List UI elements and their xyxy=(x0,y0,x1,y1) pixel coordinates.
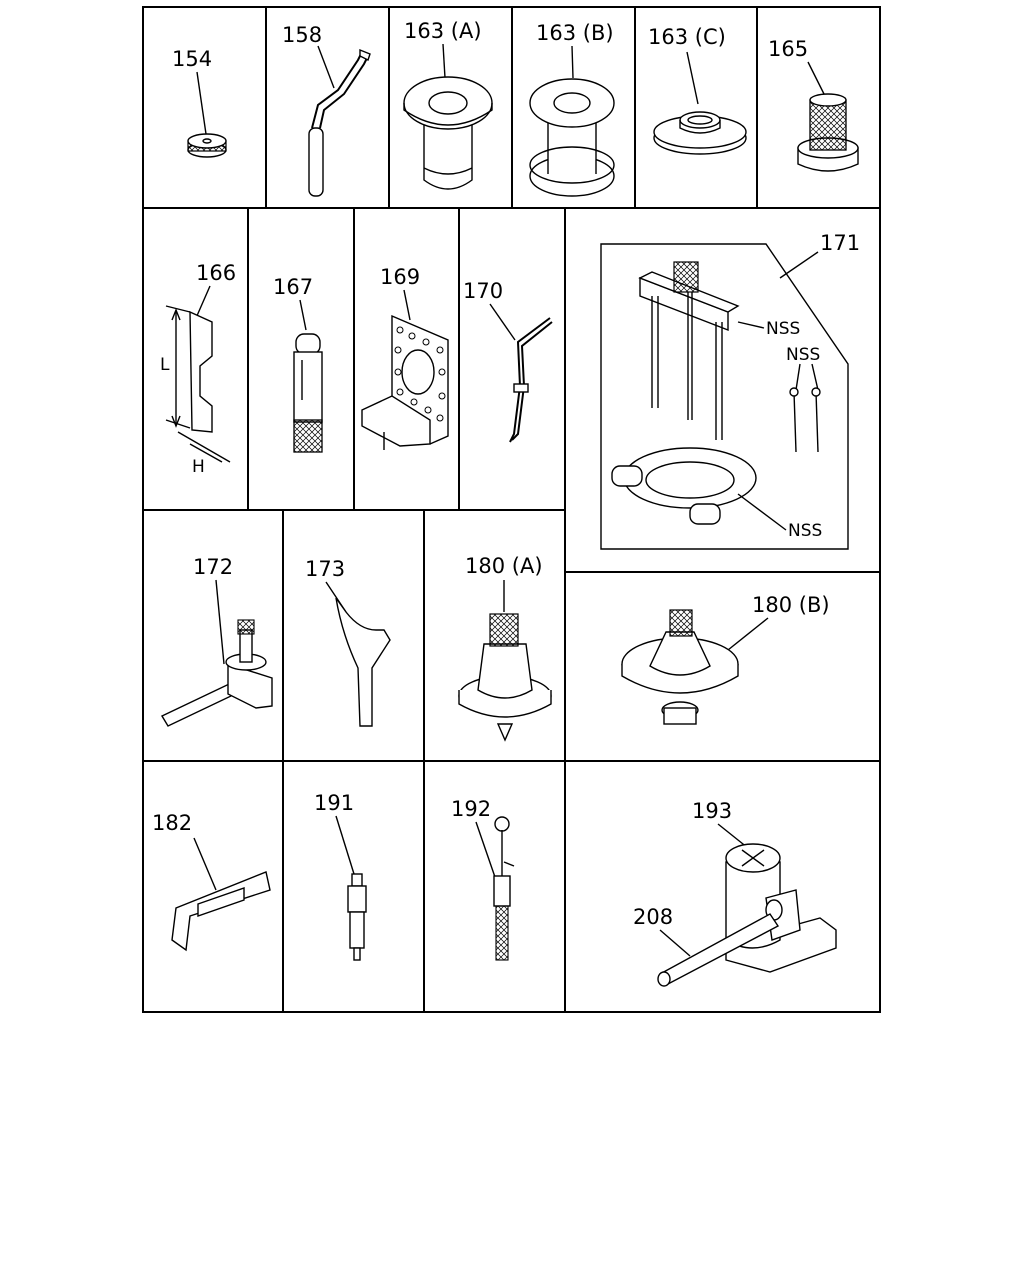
part-172-lever-clamp: 172 xyxy=(161,555,273,727)
grid-frame xyxy=(142,6,881,1013)
label-163a: 163 (A) xyxy=(404,19,482,43)
part-180a-cone-base: 180 (A) xyxy=(458,554,552,742)
part-182-bracket-strip: 182 xyxy=(152,811,271,952)
part-180b-flange-cone: 180 (B) xyxy=(621,593,830,725)
label-173: 173 xyxy=(305,557,345,581)
part-193-bottle-jack: 193 208 xyxy=(633,799,837,987)
part-165-knurled-knob: 165 xyxy=(768,37,859,172)
label-208: 208 xyxy=(633,905,673,929)
label-171: 171 xyxy=(820,231,860,255)
label-166: 166 xyxy=(196,261,236,285)
label-166-H: H xyxy=(192,457,205,477)
label-192: 192 xyxy=(451,797,491,821)
label-193: 193 xyxy=(692,799,732,823)
label-nss-1: NSS xyxy=(766,319,800,339)
label-154: 154 xyxy=(172,47,212,71)
part-158-bent-handle: 158 xyxy=(282,23,371,197)
label-167: 167 xyxy=(273,275,313,299)
part-163b-spool: 163 (B) xyxy=(529,21,615,197)
label-180b: 180 (B) xyxy=(752,593,830,617)
label-172: 172 xyxy=(193,555,233,579)
label-163c: 163 (C) xyxy=(648,25,726,49)
part-173-hook-spanner: 173 xyxy=(305,557,391,727)
label-165: 165 xyxy=(768,37,808,61)
label-158: 158 xyxy=(282,23,322,47)
part-171-bearing-puller-set: 171 NSS NSS NSS xyxy=(600,231,860,550)
label-nss-2: NSS xyxy=(786,345,820,365)
label-169: 169 xyxy=(380,265,420,289)
part-163a-flanged-sleeve: 163 (A) xyxy=(403,19,493,190)
part-167-knurled-pin: 167 xyxy=(273,275,323,453)
label-170: 170 xyxy=(463,279,503,303)
part-169-angle-bracket: 169 xyxy=(361,265,449,450)
part-192-injector-puller: 192 xyxy=(451,797,515,961)
label-163b: 163 (B) xyxy=(536,21,614,45)
label-nss-3: NSS xyxy=(788,521,822,541)
label-191: 191 xyxy=(314,791,354,815)
label-166-L: L xyxy=(160,355,170,375)
part-154-knob: 154 xyxy=(172,47,227,158)
part-170-hook-rod: 170 xyxy=(463,279,553,443)
part-163c-washer: 163 (C) xyxy=(648,25,747,155)
part-191-injector-tool: 191 xyxy=(314,791,367,961)
part-166-gauge-plate: 166 L H xyxy=(160,261,236,477)
label-180a: 180 (A) xyxy=(465,554,543,578)
label-182: 182 xyxy=(152,811,192,835)
